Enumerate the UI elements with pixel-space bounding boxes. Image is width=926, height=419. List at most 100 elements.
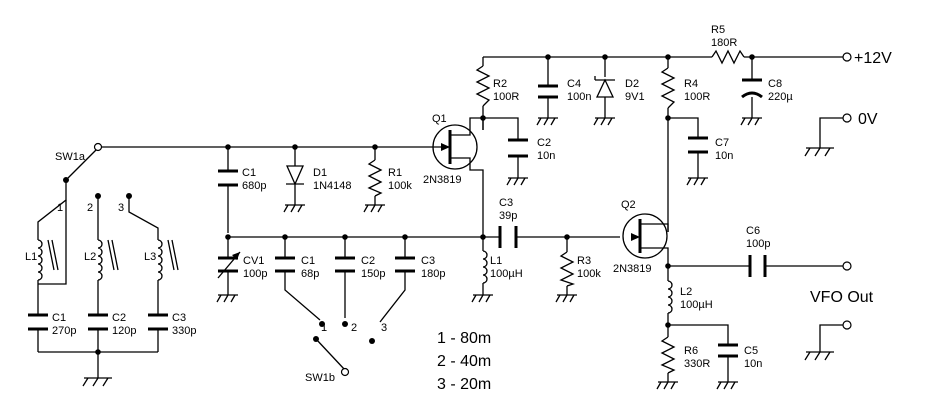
ground-icon (555, 294, 577, 303)
q1-type: 2N3819 (423, 174, 462, 186)
ground-icon (804, 351, 834, 361)
c4-value: 100n (567, 91, 591, 103)
c6-value: 100p (746, 238, 770, 250)
r5-label: R5 (711, 24, 725, 36)
r2-resistor (475, 65, 491, 107)
c4-label: C4 (567, 78, 581, 90)
c4-capacitor (538, 84, 558, 99)
pos-3-label: 3 (118, 202, 124, 214)
ground-icon (82, 377, 112, 387)
c7-label: C7 (715, 137, 729, 149)
posb-3-label: 3 (381, 322, 387, 334)
c2c-capacitor (88, 313, 108, 331)
c1a-value: 680p (242, 180, 266, 192)
c7-leads (668, 117, 699, 178)
q2-jfet (622, 213, 668, 259)
l1a-value: 100µH (490, 268, 523, 280)
r1-value: 100k (388, 180, 412, 192)
c1a-label: C1 (242, 167, 256, 179)
c3a-value: 39p (499, 210, 517, 222)
cv1-label: CV1 (243, 255, 264, 267)
l2-coil (97, 239, 103, 281)
cv1-capacitor (218, 256, 238, 273)
c3b-value: 180p (421, 268, 445, 280)
l2-label: L2 (84, 251, 96, 263)
d2-zener (595, 78, 615, 98)
sw1a-switch[interactable] (67, 149, 97, 179)
c3c-value: 330p (172, 325, 196, 337)
c2b-label: C2 (361, 255, 375, 267)
c2a-label: C2 (537, 137, 551, 149)
r4-label: R4 (684, 78, 698, 90)
r2-label: R2 (493, 78, 507, 90)
r2-value: 100R (493, 91, 519, 103)
l2a-inductor (667, 280, 673, 314)
r1-resistor (367, 159, 383, 197)
c3a-label: C3 (499, 197, 513, 209)
l2a-label: L2 (680, 286, 692, 298)
coil-common (38, 351, 158, 378)
c5-capacitor (718, 343, 738, 358)
c5-label: C5 (744, 345, 758, 357)
c8-value: 220µ (768, 91, 793, 103)
c2c-label: C2 (112, 312, 126, 324)
r4-value: 100R (684, 91, 710, 103)
c8-label: C8 (768, 78, 782, 90)
q2-label: Q2 (621, 199, 636, 211)
ground-icon (656, 381, 678, 390)
r5-resistor (711, 49, 745, 65)
l3-label: L3 (144, 251, 156, 263)
c1c-label: C1 (52, 312, 66, 324)
ground-icon (283, 204, 305, 213)
ground-icon (536, 117, 558, 126)
c5-leads (668, 324, 729, 382)
sw1b-switch[interactable] (315, 338, 346, 371)
ground-icon (740, 117, 762, 126)
l1-label: L1 (25, 251, 37, 263)
l1a-label: L1 (490, 255, 502, 267)
c3b-leads (379, 237, 406, 323)
c1a-capacitor (218, 169, 238, 187)
c3c-capacitor (148, 313, 168, 331)
c3c-label: C3 (172, 312, 186, 324)
sw1a-common (93, 142, 103, 152)
vfo-ground-terminal[interactable] (842, 320, 852, 330)
ground-icon (471, 294, 493, 303)
d1-value: 1N4148 (313, 180, 352, 192)
d2-value: 9V1 (625, 91, 645, 103)
c7-value: 10n (715, 150, 733, 162)
ground-icon (593, 117, 615, 126)
band-1-legend: 1 - 80m (437, 330, 491, 347)
c5-value: 10n (744, 358, 762, 370)
c6-capacitor (748, 255, 767, 277)
ground-icon (216, 294, 238, 303)
pos-1-label: 1 (57, 202, 63, 214)
zero-volt-terminal[interactable] (842, 113, 852, 123)
c1c-capacitor (28, 313, 48, 331)
r3-label: R3 (577, 255, 591, 267)
r5-value: 180R (711, 37, 737, 49)
c2b-capacitor (335, 256, 355, 273)
c2c-value: 120p (112, 325, 136, 337)
branch-3 (128, 196, 159, 352)
plus12v-label: +12V (854, 50, 892, 67)
posb-1-label: 1 (321, 322, 327, 334)
ground-icon (716, 381, 738, 390)
r3-resistor (559, 251, 576, 287)
q2-type: 2N3819 (613, 263, 652, 275)
plus12v-terminal[interactable] (842, 52, 852, 62)
c1c-value: 270p (52, 325, 76, 337)
l1-coil (37, 239, 43, 281)
sw1a-label: SW1a (55, 151, 86, 163)
c1b-leads (284, 237, 321, 321)
band-2-legend: 2 - 40m (437, 353, 491, 370)
pos-2-label: 2 (87, 202, 93, 214)
d1-diode (285, 165, 305, 186)
ground-icon (686, 177, 708, 186)
r6-value: 330R (684, 358, 710, 370)
vfo-out-terminal[interactable] (842, 261, 852, 271)
q1-label: Q1 (432, 113, 447, 125)
branch-1 (37, 180, 67, 352)
